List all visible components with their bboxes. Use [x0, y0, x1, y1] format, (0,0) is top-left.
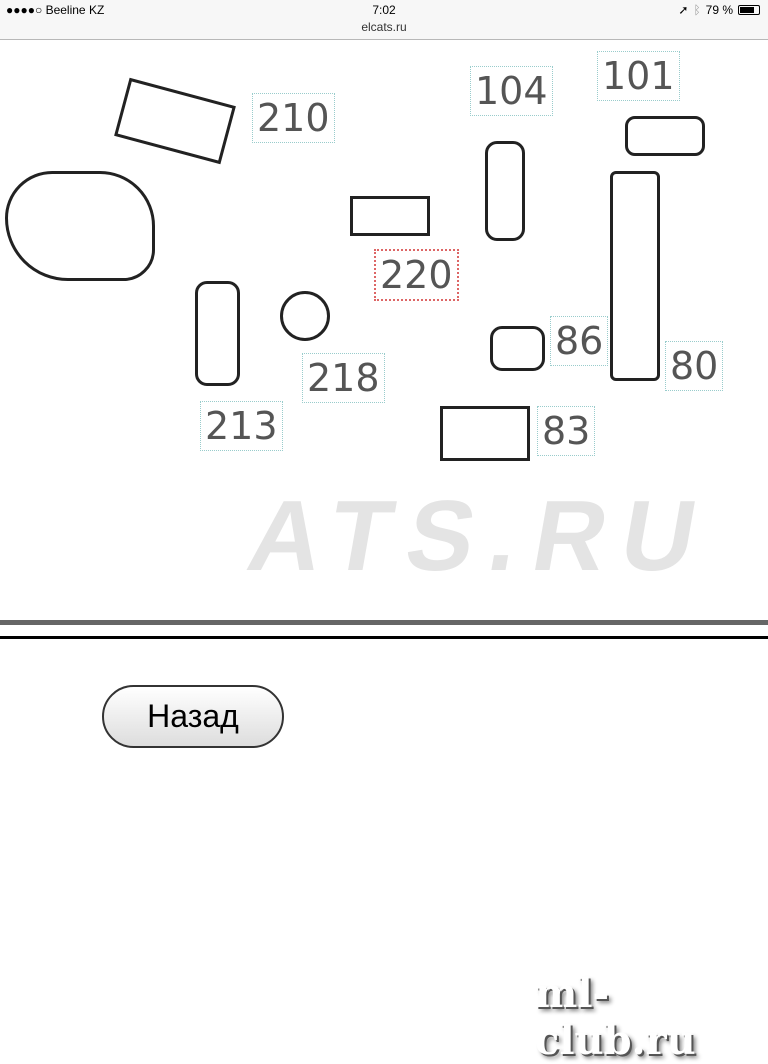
battery-percent: 79 %	[705, 3, 733, 17]
bluetooth-icon: ᛒ	[693, 3, 701, 17]
part-80	[610, 171, 660, 381]
part-nut-86	[490, 326, 545, 371]
label-213[interactable]: 213	[200, 401, 283, 451]
part-bolt-218	[280, 291, 330, 341]
part-bracket	[114, 77, 236, 165]
status-bar: ●●●●○ Beeline KZ 7:02 elcats.ru ➚ ᛒ 79 %	[0, 0, 768, 40]
parts-diagram: ATS.RU 210 104 101 220 86 80 218 213 83	[0, 41, 768, 621]
label-104[interactable]: 104	[470, 66, 553, 116]
part-screw-101	[625, 116, 705, 156]
back-button[interactable]: Назад	[102, 685, 284, 748]
divider	[0, 620, 768, 625]
label-210[interactable]: 210	[252, 93, 335, 143]
watermark: ATS.RU	[240, 480, 721, 592]
part-clip-213	[195, 281, 240, 386]
time: 7:02	[372, 3, 396, 17]
part-220	[350, 196, 430, 236]
carrier: ●●●●○ Beeline KZ	[6, 3, 105, 17]
part-headlamp	[5, 171, 155, 281]
part-clip-104	[485, 141, 525, 241]
label-83[interactable]: 83	[537, 406, 596, 456]
status-right: ➚ ᛒ 79 %	[678, 3, 760, 17]
url[interactable]: elcats.ru	[361, 20, 407, 34]
location-icon: ➚	[678, 3, 689, 17]
label-86[interactable]: 86	[550, 316, 609, 366]
site-logo: ml-club.ru	[535, 970, 696, 1064]
battery-icon	[738, 5, 760, 15]
divider	[0, 636, 768, 639]
part-83	[440, 406, 530, 461]
label-218[interactable]: 218	[302, 353, 385, 403]
label-80[interactable]: 80	[665, 341, 724, 391]
label-220[interactable]: 220	[374, 249, 459, 301]
label-101[interactable]: 101	[597, 51, 680, 101]
